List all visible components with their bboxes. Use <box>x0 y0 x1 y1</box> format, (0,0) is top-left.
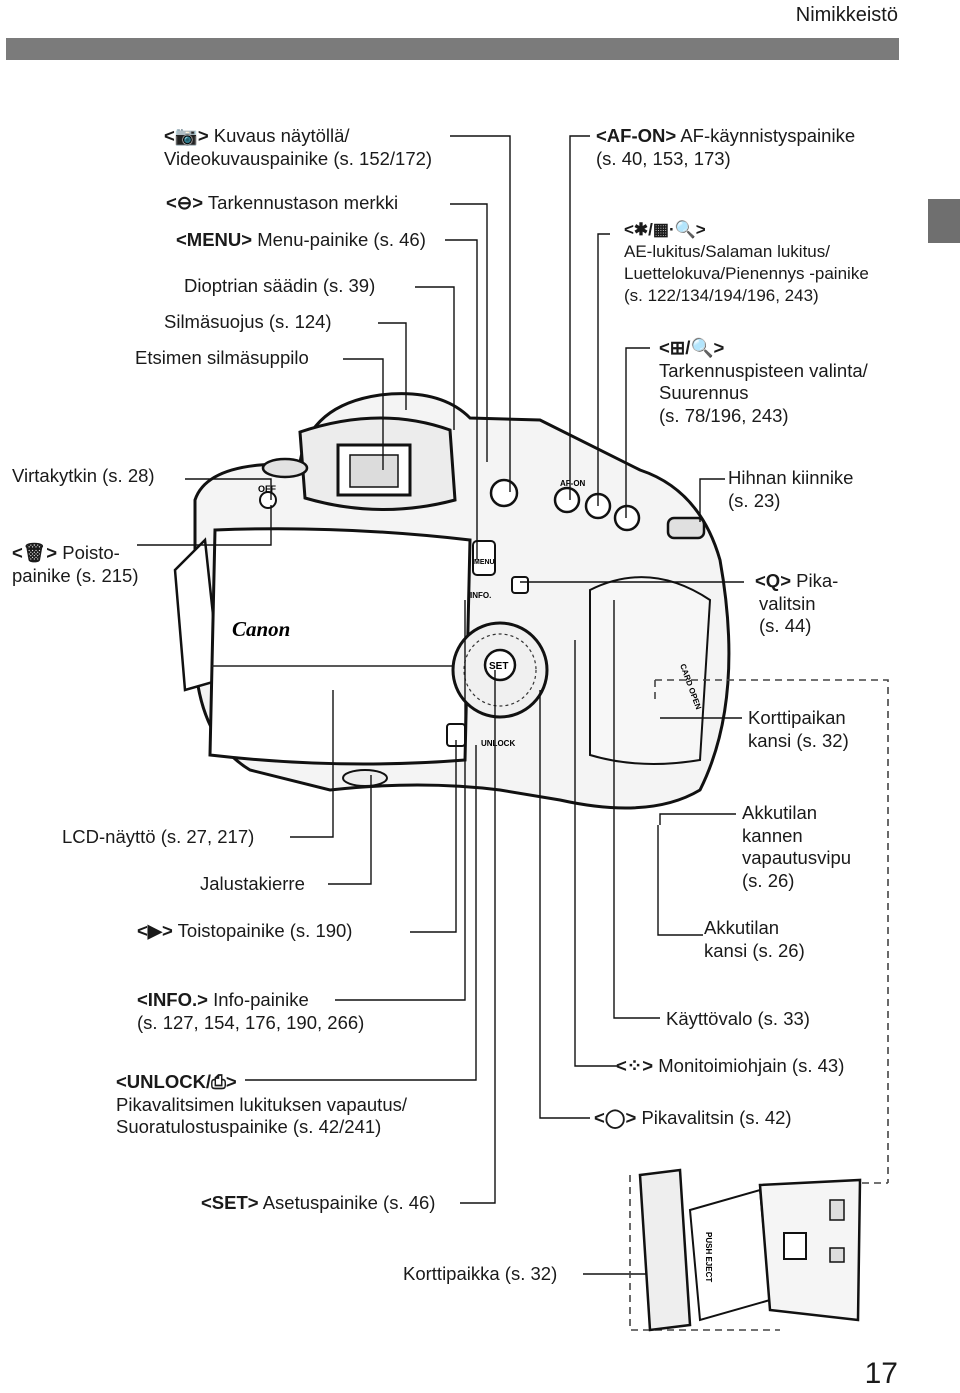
label-lcd: LCD-näyttö (s. 27, 217) <box>62 826 255 847</box>
label-ae-lock: <✱/▦·🔍> AE-lukitus/Salaman lukitus/ Luet… <box>624 220 869 305</box>
section-title: Nimikkeistö <box>795 4 898 26</box>
label-card-cover: Korttipaikan kansi (s. 32) <box>748 707 849 751</box>
svg-text:UNLOCK: UNLOCK <box>481 739 515 748</box>
label-quick-control: <Q> Pika- valitsin (s. 44) <box>755 570 839 636</box>
af-point-button <box>613 504 641 532</box>
label-set: <SET> Asetuspainike (s. 46) <box>201 1192 436 1213</box>
label-battery-cover: Akkutilan kansi (s. 26) <box>704 917 805 961</box>
label-strap: Hihnan kiinnike (s. 23) <box>728 467 854 511</box>
header-bar <box>6 38 899 60</box>
svg-text:MENU: MENU <box>474 559 495 566</box>
label-af-point: <⊞/🔍> Tarkennuspisteen valinta/ Suurennu… <box>659 337 868 426</box>
svg-text:PUSH EJECT: PUSH EJECT <box>704 1232 713 1282</box>
af-on-button <box>553 486 581 514</box>
page-number: 17 <box>864 1357 898 1390</box>
label-menu: <MENU> Menu-painike (s. 46) <box>176 229 426 250</box>
label-power: Virtakytkin (s. 28) <box>12 465 155 486</box>
svg-text:INFO.: INFO. <box>470 591 491 600</box>
label-multi-controller: <⁘> Monitoimiohjain (s. 43) <box>616 1055 845 1076</box>
tripod-socket <box>342 769 388 787</box>
menu-button <box>472 540 496 576</box>
lcd-screen <box>208 527 472 766</box>
label-live-view: <📷> Kuvaus näytöllä/ Videokuvauspainike … <box>164 125 433 169</box>
svg-text:AF-ON: AF-ON <box>560 479 586 488</box>
strap-mount <box>666 516 706 540</box>
chapter-tab <box>928 199 960 243</box>
label-unlock: <UNLOCK/⎙> Pikavalitsimen lukituksen vap… <box>116 1071 408 1137</box>
label-eyecup: Silmäsuojus (s. 124) <box>164 311 332 332</box>
set-button <box>483 648 517 682</box>
label-battery-lever: Akkutilan kannen vapautusvipu (s. 26) <box>742 802 852 891</box>
svg-text:OFF: OFF <box>258 484 276 494</box>
label-info: <INFO.> Info-painike (s. 127, 154, 176, … <box>137 989 365 1033</box>
label-card-slot: Korttipaikka (s. 32) <box>403 1263 558 1284</box>
label-dioptric: Dioptrian säädin (s. 39) <box>184 275 376 296</box>
label-eyepiece: Etsimen silmäsuppilo <box>135 347 309 368</box>
label-tripod: Jalustakierre <box>200 873 305 894</box>
label-access-lamp: Käyttövalo (s. 33) <box>666 1008 810 1029</box>
q-button <box>511 576 529 594</box>
label-focal-plane: <⊖> Tarkennustason merkki <box>166 192 399 213</box>
label-af-on: <AF-ON> AF-käynnistyspainike (s. 40, 153… <box>596 125 856 169</box>
card-slot-door <box>758 1178 862 1322</box>
live-view-button <box>489 478 519 508</box>
label-erase: <🗑> Poisto- painike (s. 215) <box>12 542 139 586</box>
svg-text:SET: SET <box>489 661 508 672</box>
power-switch <box>261 457 309 479</box>
inset-body <box>638 1168 692 1332</box>
camera-brand: Canon <box>232 617 290 641</box>
label-playback: <▶> Toistopainike (s. 190) <box>137 920 353 941</box>
card-icon <box>783 1232 807 1260</box>
label-quick-dial: <◯> Pikavalitsin (s. 42) <box>594 1107 792 1128</box>
